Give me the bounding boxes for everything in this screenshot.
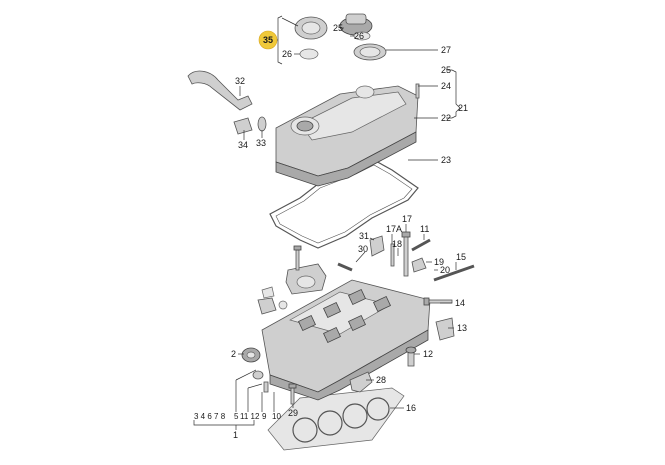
label-3-4-6-7-8[interactable]: 3 4 6 7 8 [194,412,226,421]
label-5[interactable]: 5 [234,412,239,421]
label-17[interactable]: 17 [402,214,412,224]
label-33[interactable]: 33 [256,138,266,148]
label-11[interactable]: 11 [420,224,429,234]
seal-ring-26b[interactable] [299,48,319,60]
cylinder-head[interactable] [261,279,431,401]
bolt-1[interactable] [293,245,302,271]
label-11-12[interactable]: 11 12 [240,412,260,421]
label-12[interactable]: 12 [423,349,433,359]
bolt-24[interactable] [415,83,420,99]
cylinder-head-gasket[interactable] [267,387,405,451]
bracket[interactable] [435,317,455,341]
bearing-shell[interactable] [257,286,277,315]
label-10[interactable]: 10 [272,412,281,421]
bolt-14[interactable] [423,297,453,306]
oil-seal[interactable] [241,347,261,363]
label-14[interactable]: 14 [455,298,465,308]
label-23[interactable]: 23 [441,155,451,165]
bolt-30[interactable] [337,262,353,272]
label-30[interactable]: 30 [358,244,368,254]
label-19[interactable]: 19 [434,257,444,267]
part-labels: 35 25 26 26 27 25 24 32 22 21 34 33 23 1… [194,23,468,440]
label-29[interactable]: 29 [288,408,298,418]
bearing-cap[interactable] [285,263,327,295]
plug[interactable] [252,370,269,393]
label-13[interactable]: 13 [457,323,467,333]
label-1[interactable]: 1 [233,430,238,440]
label-9[interactable]: 9 [262,412,267,421]
label-28[interactable]: 28 [376,375,386,385]
part-19[interactable] [411,257,427,273]
part-31[interactable] [369,235,385,257]
valve-cover[interactable] [275,85,419,187]
elbow-fitting[interactable] [349,371,373,393]
grommet-33[interactable] [257,116,267,132]
label-2[interactable]: 2 [231,349,236,359]
label-17a[interactable]: 17A [386,224,402,234]
label-25a[interactable]: 25 [333,23,343,33]
bolt-17a[interactable] [390,243,395,267]
sensor[interactable] [405,346,417,367]
label-31[interactable]: 31 [359,231,369,241]
oil-filler-cap[interactable] [339,13,373,36]
label-26a[interactable]: 26 [354,31,364,41]
fitting-34[interactable] [233,117,253,135]
label-16[interactable]: 16 [406,403,416,413]
label-25b[interactable]: 25 [441,65,451,75]
leader-lines [193,15,461,430]
washer[interactable] [278,300,288,310]
label-20[interactable]: 20 [440,265,450,275]
label-32[interactable]: 32 [235,76,245,86]
label-15[interactable]: 15 [456,252,466,262]
breather-hose[interactable] [187,70,253,111]
label-35[interactable]: 35 [263,35,273,45]
label-21[interactable]: 21 [458,103,468,113]
filler-neck-27[interactable] [353,43,387,61]
bolt-11[interactable] [411,238,431,252]
label-22[interactable]: 22 [441,113,451,123]
label-26b[interactable]: 26 [282,49,292,59]
breather-flange[interactable] [294,16,328,40]
label-18[interactable]: 18 [392,239,402,249]
label-27[interactable]: 27 [441,45,451,55]
bolt-17[interactable] [401,231,411,277]
highlight-marker [258,30,278,50]
bolt-29[interactable] [288,383,297,405]
label-24[interactable]: 24 [441,81,451,91]
label-34[interactable]: 34 [238,140,248,150]
